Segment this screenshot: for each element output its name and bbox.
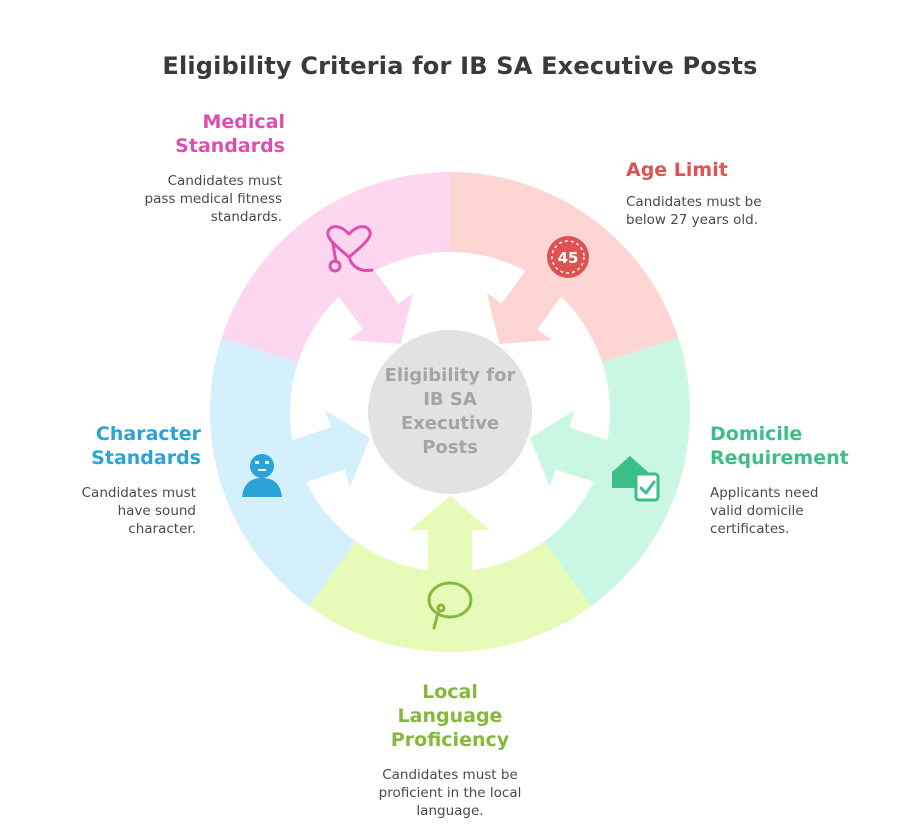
age-arrow: [487, 259, 569, 344]
character-arrow: [279, 410, 371, 487]
speech-bubble-icon: [427, 581, 473, 630]
center-hub: Eligibility for IB SA Executive Posts: [368, 330, 532, 494]
medical-segment: [221, 172, 450, 363]
person-icon: [242, 454, 282, 497]
heart-stethoscope-icon: [326, 225, 374, 273]
language-description: Candidates must be proficient in the loc…: [378, 767, 522, 819]
house-check-icon: [612, 456, 660, 502]
clock-45-icon: 45: [547, 236, 589, 278]
character-segment: [210, 337, 356, 607]
svg-text:45: 45: [558, 249, 579, 267]
age-title: Age Limit: [626, 159, 728, 181]
center-label: Eligibility for IB SA Executive Posts: [384, 365, 516, 458]
medical-arrow: [331, 259, 413, 344]
language-title: Local Language Proficiency: [390, 681, 510, 751]
domicile-description: Applicants need valid domicile certifica…: [710, 485, 819, 537]
diagram-title: Eligibility Criteria for IB SA Executive…: [162, 52, 758, 80]
domicile-arrow: [529, 410, 621, 487]
medical-title: Medical Standards: [175, 111, 285, 157]
language-arrow: [410, 496, 490, 584]
character-description: Candidates must have sound character.: [81, 485, 196, 537]
character-title: Character Standards: [91, 423, 201, 469]
domicile-title: Domicile Requirement: [710, 423, 849, 469]
age-description: Candidates must be below 27 years old.: [626, 194, 762, 228]
medical-description: Candidates must pass medical fitness sta…: [144, 173, 282, 225]
language-segment: [308, 541, 592, 652]
